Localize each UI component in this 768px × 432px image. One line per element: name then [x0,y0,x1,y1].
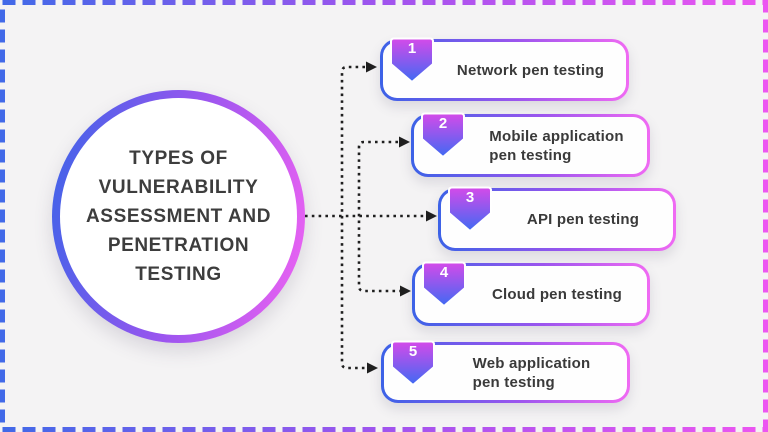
connector-branch-2-4 [357,140,400,293]
item-number: 5 [408,343,418,360]
item-number: 2 [438,115,448,132]
item-box-mobile-application-pen-testing: 2 Mobile application pen testing [411,112,650,177]
arrowhead-icon-5 [367,362,378,374]
arrowhead-icon-1 [366,61,377,73]
page-title-line: TYPES OF [129,148,228,169]
arrowheads [366,61,437,374]
item-label: Web application pen testing [472,354,591,391]
item-number: 1 [407,40,417,57]
item-box-network-pen-testing: 1 Network pen testing [380,37,629,101]
item-label: API pen testing [526,211,640,228]
page-title-line: ASSESSMENT AND [85,206,272,227]
shield-badge-icon: 5 [391,340,435,387]
item-number: 4 [439,264,449,281]
item-label: Network pen testing [456,61,605,79]
central-circle-inner: TYPES OF VULNERABILITY ASSESSMENT AND PE… [60,98,297,335]
shield-badge-icon: 4 [422,261,466,308]
page-title-line: TESTING [135,264,222,285]
item-box-web-application-pen-testing: 5 Web application pen testing [381,340,630,403]
item-box-cloud-pen-testing: 4 Cloud pen testing [412,261,650,326]
connector-branch-1-5 [340,65,367,370]
connector-lines [305,65,425,370]
arrowhead-icon-3 [426,210,437,222]
page-title-line: PENETRATION [107,235,250,256]
item-box-api-pen-testing: 3 API pen testing [438,186,676,251]
page-title-line: VULNERABILITY [98,177,259,198]
shield-badge-icon: 2 [421,112,465,159]
arrowhead-icon-4 [400,285,411,297]
central-circle: TYPES OF VULNERABILITY ASSESSMENT AND PE… [52,90,305,343]
item-number: 3 [465,189,475,206]
shield-badge-icon: 1 [390,37,434,84]
item-label: Cloud pen testing [491,286,623,303]
page-title: TYPES OF VULNERABILITY ASSESSMENT AND PE… [86,144,271,289]
shield-badge-icon: 3 [448,186,492,233]
arrowhead-icon-2 [399,136,410,148]
item-label: Mobile application pen testing [489,127,624,164]
